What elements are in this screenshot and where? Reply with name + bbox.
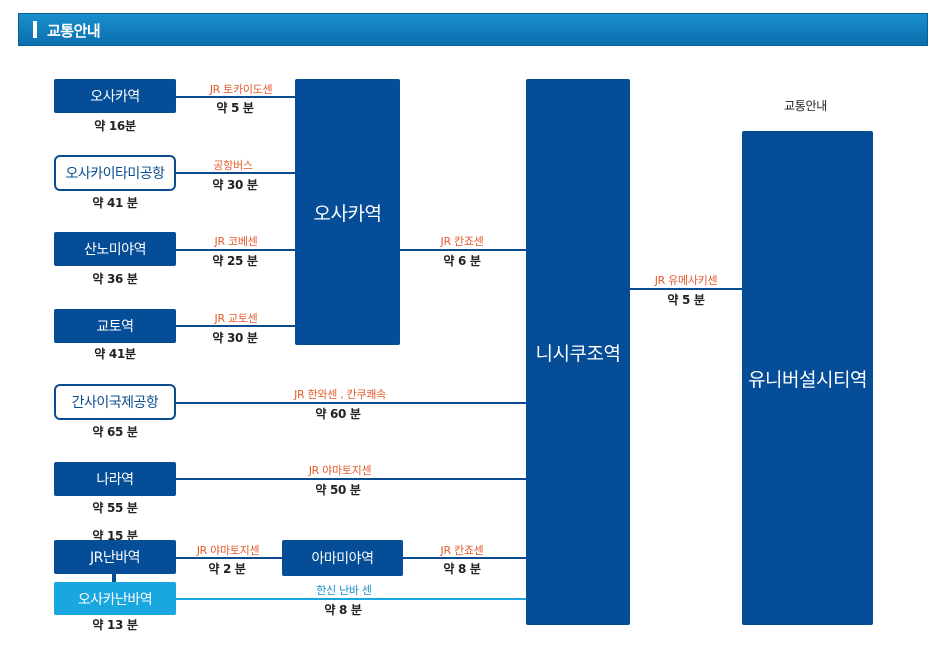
route-duration: 약 2 분 bbox=[208, 562, 246, 576]
hub-amami-station[interactable]: 아마미야역 bbox=[282, 540, 403, 576]
station-osaka-namba[interactable]: 오사카난바역 bbox=[54, 582, 176, 615]
line-namba-connector bbox=[112, 574, 116, 582]
station-nara[interactable]: 나라역 bbox=[54, 462, 176, 496]
route-duration: 약 5 분 bbox=[216, 101, 254, 115]
route-label: JR 한와센 , 칸쿠쾌속 bbox=[294, 388, 386, 401]
hub-universal-city-station[interactable]: 유니버설시티역 bbox=[742, 131, 873, 625]
route-duration: 약 30 분 bbox=[212, 178, 258, 192]
time-osaka-namba: 약 13 분 bbox=[92, 618, 138, 632]
route-label: JR 칸죠센 bbox=[440, 235, 484, 248]
line-kyoto bbox=[176, 325, 295, 327]
line-amami-nishikujo bbox=[403, 557, 526, 559]
line-nishikujo-universal bbox=[630, 288, 742, 290]
universal-caption: 교통안내 bbox=[784, 99, 827, 113]
line-osaka-nishikujo bbox=[400, 249, 526, 251]
station-jrnamba[interactable]: JR난바역 bbox=[54, 540, 176, 574]
route-label: JR 야마토지센 bbox=[308, 464, 372, 477]
time-kyoto: 약 41분 bbox=[94, 347, 136, 361]
hub-nishikujo-station[interactable]: 니시쿠조역 bbox=[526, 79, 630, 625]
station-kansai-airport[interactable]: 간사이국제공항 bbox=[54, 384, 176, 420]
route-duration: 약 60 분 bbox=[315, 407, 361, 421]
route-duration: 약 25 분 bbox=[212, 254, 258, 268]
time-osaka: 약 16분 bbox=[94, 119, 136, 133]
line-kansai bbox=[176, 402, 526, 404]
station-osaka[interactable]: 오사카역 bbox=[54, 79, 176, 113]
time-itami: 약 41 분 bbox=[92, 196, 138, 210]
station-sannomiya[interactable]: 산노미야역 bbox=[54, 232, 176, 266]
route-label: JR 코베센 bbox=[214, 235, 258, 248]
line-nara bbox=[176, 478, 526, 480]
time-sannomiya: 약 36 분 bbox=[92, 272, 138, 286]
route-duration: 약 8 분 bbox=[324, 603, 362, 617]
section-header: 교통안내 bbox=[18, 13, 928, 46]
route-label: JR 유메사키센 bbox=[654, 274, 718, 287]
section-title: 교통안내 bbox=[47, 22, 101, 40]
route-label: JR 교토센 bbox=[214, 312, 258, 325]
route-duration: 약 5 분 bbox=[667, 293, 705, 307]
line-sannomiya bbox=[176, 249, 295, 251]
route-label: JR 칸죠센 bbox=[440, 544, 484, 557]
header-bar-icon bbox=[33, 21, 37, 38]
route-label: 공항버스 bbox=[213, 159, 253, 172]
line-osaka bbox=[176, 96, 295, 98]
time-kansai: 약 65 분 bbox=[92, 425, 138, 439]
station-kyoto[interactable]: 교토역 bbox=[54, 309, 176, 343]
station-itami-airport[interactable]: 오사카이타미공항 bbox=[54, 155, 176, 191]
route-duration: 약 6 분 bbox=[443, 254, 481, 268]
route-label: JR 야마토지센 bbox=[196, 544, 260, 557]
line-itami bbox=[176, 172, 295, 174]
route-duration: 약 8 분 bbox=[443, 562, 481, 576]
line-jrnamba-amami bbox=[176, 557, 282, 559]
line-osakanamba bbox=[176, 598, 526, 600]
route-duration: 약 50 분 bbox=[315, 483, 361, 497]
time-nara: 약 55 분 bbox=[92, 501, 138, 515]
route-duration: 약 30 분 bbox=[212, 331, 258, 345]
time-jrnamba: 약 15 분 bbox=[92, 529, 138, 543]
route-label: 한신 난바 센 bbox=[316, 584, 372, 597]
route-label: JR 토카이도센 bbox=[209, 83, 273, 96]
hub-osaka-station[interactable]: 오사카역 bbox=[295, 79, 400, 345]
